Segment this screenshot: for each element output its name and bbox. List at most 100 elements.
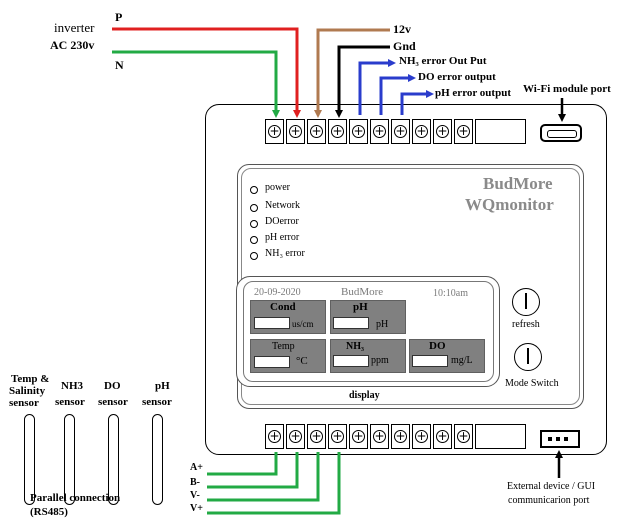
brand-name: BudMore xyxy=(483,174,553,193)
cond-value-slot xyxy=(254,317,290,329)
nh3-sensor-icon xyxy=(64,414,75,505)
display-label: display xyxy=(349,390,380,401)
nh3-value-slot xyxy=(333,355,369,367)
nh3-unit: ppm xyxy=(371,355,389,366)
bus-a-wire xyxy=(207,452,278,476)
v12-label: 12v xyxy=(393,22,411,36)
sensor-label: pH xyxy=(155,380,170,392)
terminal: + xyxy=(349,119,368,144)
sensor-label: sensor xyxy=(142,396,172,408)
cond-label: Cond xyxy=(270,301,296,313)
ph-value-slot xyxy=(333,317,369,329)
temp-salinity-sensor-icon xyxy=(24,414,35,505)
terminal: + xyxy=(349,424,368,449)
terminal: + xyxy=(454,424,473,449)
nh3-output-wire xyxy=(358,59,396,115)
ph-error-label: pH error output xyxy=(435,87,511,99)
mode-switch-label: Mode Switch xyxy=(505,378,559,389)
sensor-label: sensor xyxy=(98,396,128,408)
mode-switch-knob-icon[interactable] xyxy=(514,343,542,371)
network-led-icon xyxy=(250,204,258,212)
ph-unit: pH xyxy=(376,319,389,330)
ac-label: AC 230v xyxy=(50,38,95,52)
bus-vminus-label: V- xyxy=(190,490,200,501)
v12-wire xyxy=(314,28,390,118)
n-wire xyxy=(112,50,280,118)
indicator-label: DOerror xyxy=(265,216,299,227)
terminal: + xyxy=(370,424,389,449)
sensor-label: sensor xyxy=(55,396,85,408)
sensor-label: NH3 xyxy=(61,380,83,392)
terminal: + xyxy=(286,119,305,144)
do-error-led-icon xyxy=(250,220,258,228)
wifi-label: Wi-Fi module port xyxy=(523,83,611,95)
terminal-blank xyxy=(475,424,526,449)
sensor-label: Salinity xyxy=(9,385,46,397)
ph-error-led-icon xyxy=(250,236,258,244)
indicator-label: Network xyxy=(265,200,300,211)
terminal: + xyxy=(391,424,410,449)
indicator-label: pH error xyxy=(265,232,300,243)
sensor-label: Temp & xyxy=(11,373,50,385)
indicator-label: power xyxy=(265,182,290,193)
screen-time: 10:10am xyxy=(433,288,468,299)
rs485-label: (RS485) xyxy=(30,506,68,518)
bus-a-label: A+ xyxy=(190,462,203,473)
nh3-error-label: NH₃ error Out Put xyxy=(399,55,487,67)
parallel-label: Parallel connection xyxy=(30,492,121,504)
ph-label: pH xyxy=(353,301,368,313)
do-output-wire xyxy=(379,74,416,115)
indicator-label: NH₃ error xyxy=(265,248,305,259)
bus-b-wire xyxy=(207,452,299,489)
terminal: + xyxy=(433,424,452,449)
external-label: communicarion port xyxy=(508,495,590,506)
sensor-label: DO xyxy=(104,380,121,392)
terminal: + xyxy=(412,119,431,144)
ph-sensor-icon xyxy=(152,414,163,505)
bus-vm-wire xyxy=(207,452,320,502)
p-label: P xyxy=(115,10,123,24)
p-wire xyxy=(112,27,301,118)
refresh-label: refresh xyxy=(512,319,540,330)
bus-vp-wire xyxy=(207,452,341,515)
wifi-port-icon xyxy=(540,124,582,142)
temp-label: Temp xyxy=(272,341,295,352)
inverter-label: inverter xyxy=(54,20,95,35)
bus-b-label: B- xyxy=(190,477,200,488)
terminal: + xyxy=(412,424,431,449)
terminal: + xyxy=(433,119,452,144)
terminal: + xyxy=(328,119,347,144)
terminal: + xyxy=(307,424,326,449)
terminal: + xyxy=(370,119,389,144)
terminal: + xyxy=(328,424,347,449)
cond-unit: us/cm xyxy=(292,319,314,329)
terminal: + xyxy=(286,424,305,449)
external-port-icon xyxy=(540,430,580,448)
external-label: External device / GUI xyxy=(507,481,596,492)
n-label: N xyxy=(115,58,124,72)
terminal: + xyxy=(454,119,473,144)
do-error-label: DO error output xyxy=(418,71,496,83)
refresh-knob-icon[interactable] xyxy=(512,288,540,316)
do-unit: mg/L xyxy=(451,355,473,366)
sensor-label: sensor xyxy=(9,397,39,409)
do-value-slot xyxy=(412,355,448,367)
ph-output-wire xyxy=(400,90,434,115)
power-led-icon xyxy=(250,186,258,194)
terminal: + xyxy=(307,119,326,144)
gnd-wire xyxy=(335,45,390,118)
temp-value-slot xyxy=(254,356,290,368)
screen-brand: BudMore xyxy=(341,286,384,298)
do-sensor-icon xyxy=(108,414,119,505)
do-label: DO xyxy=(429,340,446,352)
temp-unit: °C xyxy=(296,355,308,367)
screen-date: 20-09-2020 xyxy=(254,287,301,298)
bus-vplus-label: V+ xyxy=(190,503,203,514)
terminal: + xyxy=(265,119,284,144)
brand-model: WQmonitor xyxy=(465,195,554,214)
nh3-label: NH₃ xyxy=(346,341,364,352)
nh3-error-led-icon xyxy=(250,252,258,260)
gnd-label: Gnd xyxy=(393,39,416,53)
terminal: + xyxy=(391,119,410,144)
